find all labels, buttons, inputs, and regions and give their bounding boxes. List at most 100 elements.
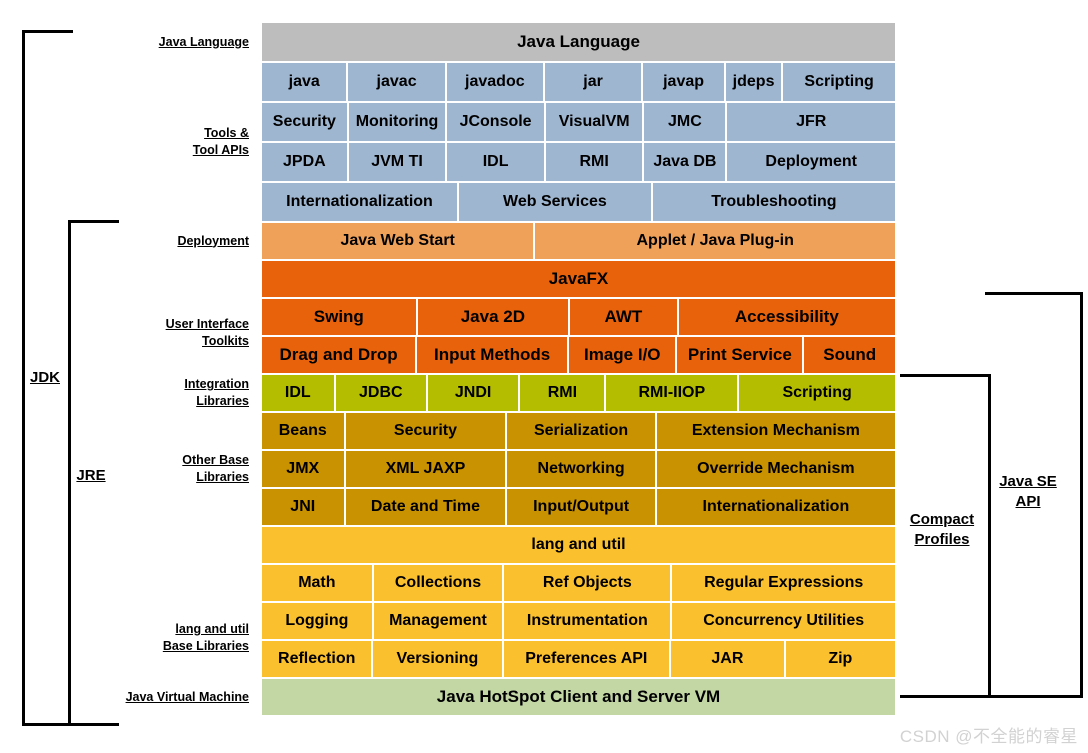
stack-cell[interactable]: Drag and Drop [261,336,417,374]
compact-profiles-line-1: Compact [909,511,975,528]
stack-cell[interactable]: jdeps [724,62,783,102]
stack-cell[interactable]: IDL [446,142,545,182]
stack-cell[interactable]: JMX [261,450,345,488]
stack-cell[interactable]: Scripting [782,62,896,102]
side-label-line: User Interface [165,317,249,331]
stack-cell[interactable]: Security [344,412,507,450]
stack-cell[interactable]: Regular Expressions [671,564,896,602]
side-label-tools-tool-apis: Tools &Tool APIs [80,125,249,159]
stack-cell[interactable]: RMI [519,374,606,412]
stack-row: Java Language [261,22,896,62]
stack-cell[interactable]: XML JAXP [344,450,507,488]
stack-cell[interactable]: java [261,62,348,102]
jdk-bracket [22,30,73,726]
stack-cell[interactable]: javadoc [445,62,544,102]
stack-cell[interactable]: Versioning [372,640,503,678]
side-label-java-language: Java Language [80,34,249,51]
stack-cell[interactable]: Internationalization [655,488,897,526]
stack-cell[interactable]: Security [261,102,348,142]
stack-row: Java HotSpot Client and Server VM [261,678,896,716]
java-se-api-line-1: Java SE [999,473,1057,490]
stack-cell[interactable]: Override Mechanism [655,450,897,488]
stack-cell[interactable]: Instrumentation [503,602,672,640]
stack-cell[interactable]: IDL [261,374,335,412]
stack-cell[interactable]: Zip [784,640,896,678]
stack-cell[interactable]: Web Services [457,182,652,222]
stack-cell[interactable]: JFR [726,102,896,142]
stack-cell[interactable]: Accessibility [677,298,896,336]
stack-cell[interactable]: Input Methods [416,336,569,374]
stack-cell[interactable]: JConsole [446,102,545,142]
stack-cell[interactable]: Math [261,564,373,602]
stack-cell[interactable]: Java Language [261,22,896,62]
stack-cell[interactable]: Troubleshooting [651,182,896,222]
stack-cell[interactable]: JAR [670,640,785,678]
stack-row: lang and util [261,526,896,564]
stack-cell[interactable]: JNI [261,488,345,526]
side-label-line: Java Virtual Machine [125,689,249,704]
stack-cell[interactable]: Preferences API [502,640,671,678]
side-label-deployment: Deployment [80,233,249,250]
stack-cell[interactable]: Ref Objects [503,564,672,602]
stack-cell[interactable]: JVM TI [347,142,447,182]
stack-cell[interactable]: VisualVM [544,102,644,142]
stack-cell[interactable]: Print Service [676,336,804,374]
stack-cell[interactable]: Internationalization [261,182,458,222]
stack-cell[interactable]: RMI-IIOP [605,374,739,412]
stack-cell[interactable]: Collections [372,564,504,602]
stack-cell[interactable]: Beans [261,412,345,450]
stack-cell[interactable]: Deployment [726,142,896,182]
stack-cell[interactable]: Networking [506,450,656,488]
stack-cell[interactable]: Sound [803,336,896,374]
stack-cell[interactable]: Serialization [506,412,656,450]
stack-cell[interactable]: JNDI [426,374,520,412]
stack-cell[interactable]: Concurrency Utilities [671,602,896,640]
stack-cell[interactable]: AWT [569,298,678,336]
stack-cell[interactable]: Java DB [643,142,727,182]
stack-cell[interactable]: Input/Output [506,488,656,526]
stack-cell[interactable]: Java Web Start [261,222,535,260]
stack-cell[interactable]: Java HotSpot Client and Server VM [261,678,896,716]
stack-cell[interactable]: RMI [544,142,644,182]
side-label-line: Deployment [177,233,249,248]
stack-cell[interactable]: jar [543,62,643,102]
stack-cell[interactable]: JDBC [334,374,427,412]
stack-cell[interactable]: javac [347,62,446,102]
jdk-label-line: JDK [29,369,60,386]
stack-cell[interactable]: Java 2D [416,298,570,336]
stack-cell[interactable]: JavaFX [261,260,896,298]
stack-cell[interactable]: Extension Mechanism [655,412,897,450]
stack-cell[interactable]: Logging [261,602,373,640]
compact-profiles-line-2: Profiles [914,531,970,549]
stack-cell[interactable]: Applet / Java Plug-in [534,222,896,260]
side-label-line: Base Libraries [162,638,249,653]
stack-cell[interactable]: Scripting [738,374,896,412]
stack-cell[interactable]: JPDA [261,142,348,182]
stack-cell[interactable]: Date and Time [344,488,507,526]
stack-row: JavaFX [261,260,896,298]
stack-group-java-virtual-machine: Java HotSpot Client and Server VM [261,678,896,716]
stack-cell[interactable]: Monitoring [347,102,447,142]
stack-cell[interactable]: Reflection [261,640,373,678]
stack-cell[interactable]: Management [372,602,504,640]
stack-cell[interactable]: javap [642,62,725,102]
stack-cell[interactable]: Image I/O [568,336,677,374]
stack-cell[interactable]: JMC [643,102,727,142]
stack-cell[interactable]: Swing [261,298,417,336]
stack-cell[interactable]: lang and util [261,526,896,564]
side-label-line: Java Language [158,34,249,49]
